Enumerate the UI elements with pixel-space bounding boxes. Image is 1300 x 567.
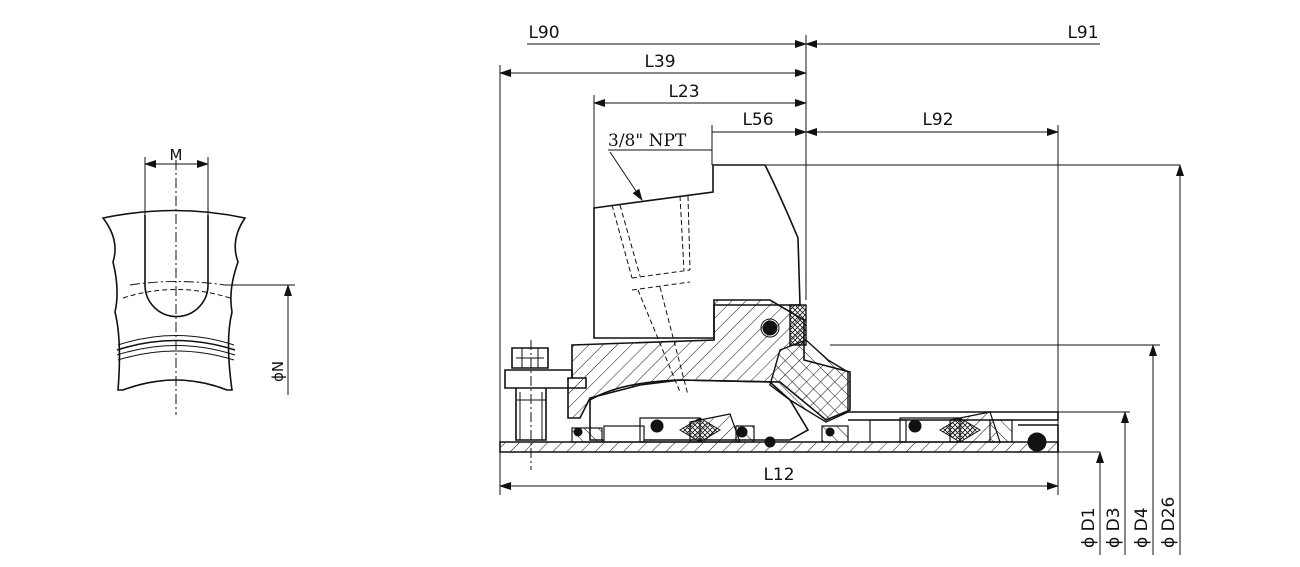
dim-label-m: M bbox=[170, 146, 183, 164]
detail-slot bbox=[144, 215, 209, 318]
sleeve-collar bbox=[769, 339, 849, 423]
npt-leader-arrow bbox=[609, 151, 643, 201]
dim-label-l92: L92 bbox=[922, 110, 953, 130]
detail-hidden-arc bbox=[122, 289, 231, 299]
seal-group-right bbox=[821, 411, 1059, 443]
shaft-sleeve bbox=[499, 441, 1059, 453]
npt-label: 3/8" NPT bbox=[608, 131, 687, 151]
bolt-clamp bbox=[504, 369, 587, 389]
dim-label-l90: L90 bbox=[528, 23, 559, 43]
bolt-head-hex bbox=[516, 348, 544, 368]
detail-view: M ϕN bbox=[101, 146, 295, 415]
dim-label-d4: ϕ D4 bbox=[1132, 507, 1152, 548]
dim-label-n: ϕN bbox=[269, 361, 287, 382]
seal-cavity bbox=[589, 379, 810, 441]
section-view: L90 L91 L39 L23 L56 L92 L12 3/8" NPT ϕ D… bbox=[499, 23, 1184, 555]
dim-label-l23: L23 bbox=[668, 82, 699, 102]
detail-body-outline bbox=[101, 209, 247, 391]
o-ring-right bbox=[1027, 432, 1047, 452]
dim-label-l56: L56 bbox=[742, 110, 773, 130]
dim-label-d3: ϕ D3 bbox=[1104, 507, 1124, 548]
detail-centerline-h bbox=[129, 281, 226, 286]
dim-label-d26: ϕ D26 bbox=[1159, 497, 1179, 548]
o-ring-top bbox=[762, 320, 778, 336]
bolt-head bbox=[511, 347, 549, 369]
detail-arc-4 bbox=[117, 350, 235, 361]
npt-port-threads bbox=[611, 195, 691, 279]
dim-label-l91: L91 bbox=[1067, 23, 1098, 43]
dim-label-l12: L12 bbox=[763, 465, 794, 485]
dim-label-d1: ϕ D1 bbox=[1079, 507, 1099, 548]
gasket bbox=[789, 304, 807, 346]
dim-label-l39: L39 bbox=[644, 52, 675, 72]
o-ring-top-groove bbox=[760, 318, 780, 338]
